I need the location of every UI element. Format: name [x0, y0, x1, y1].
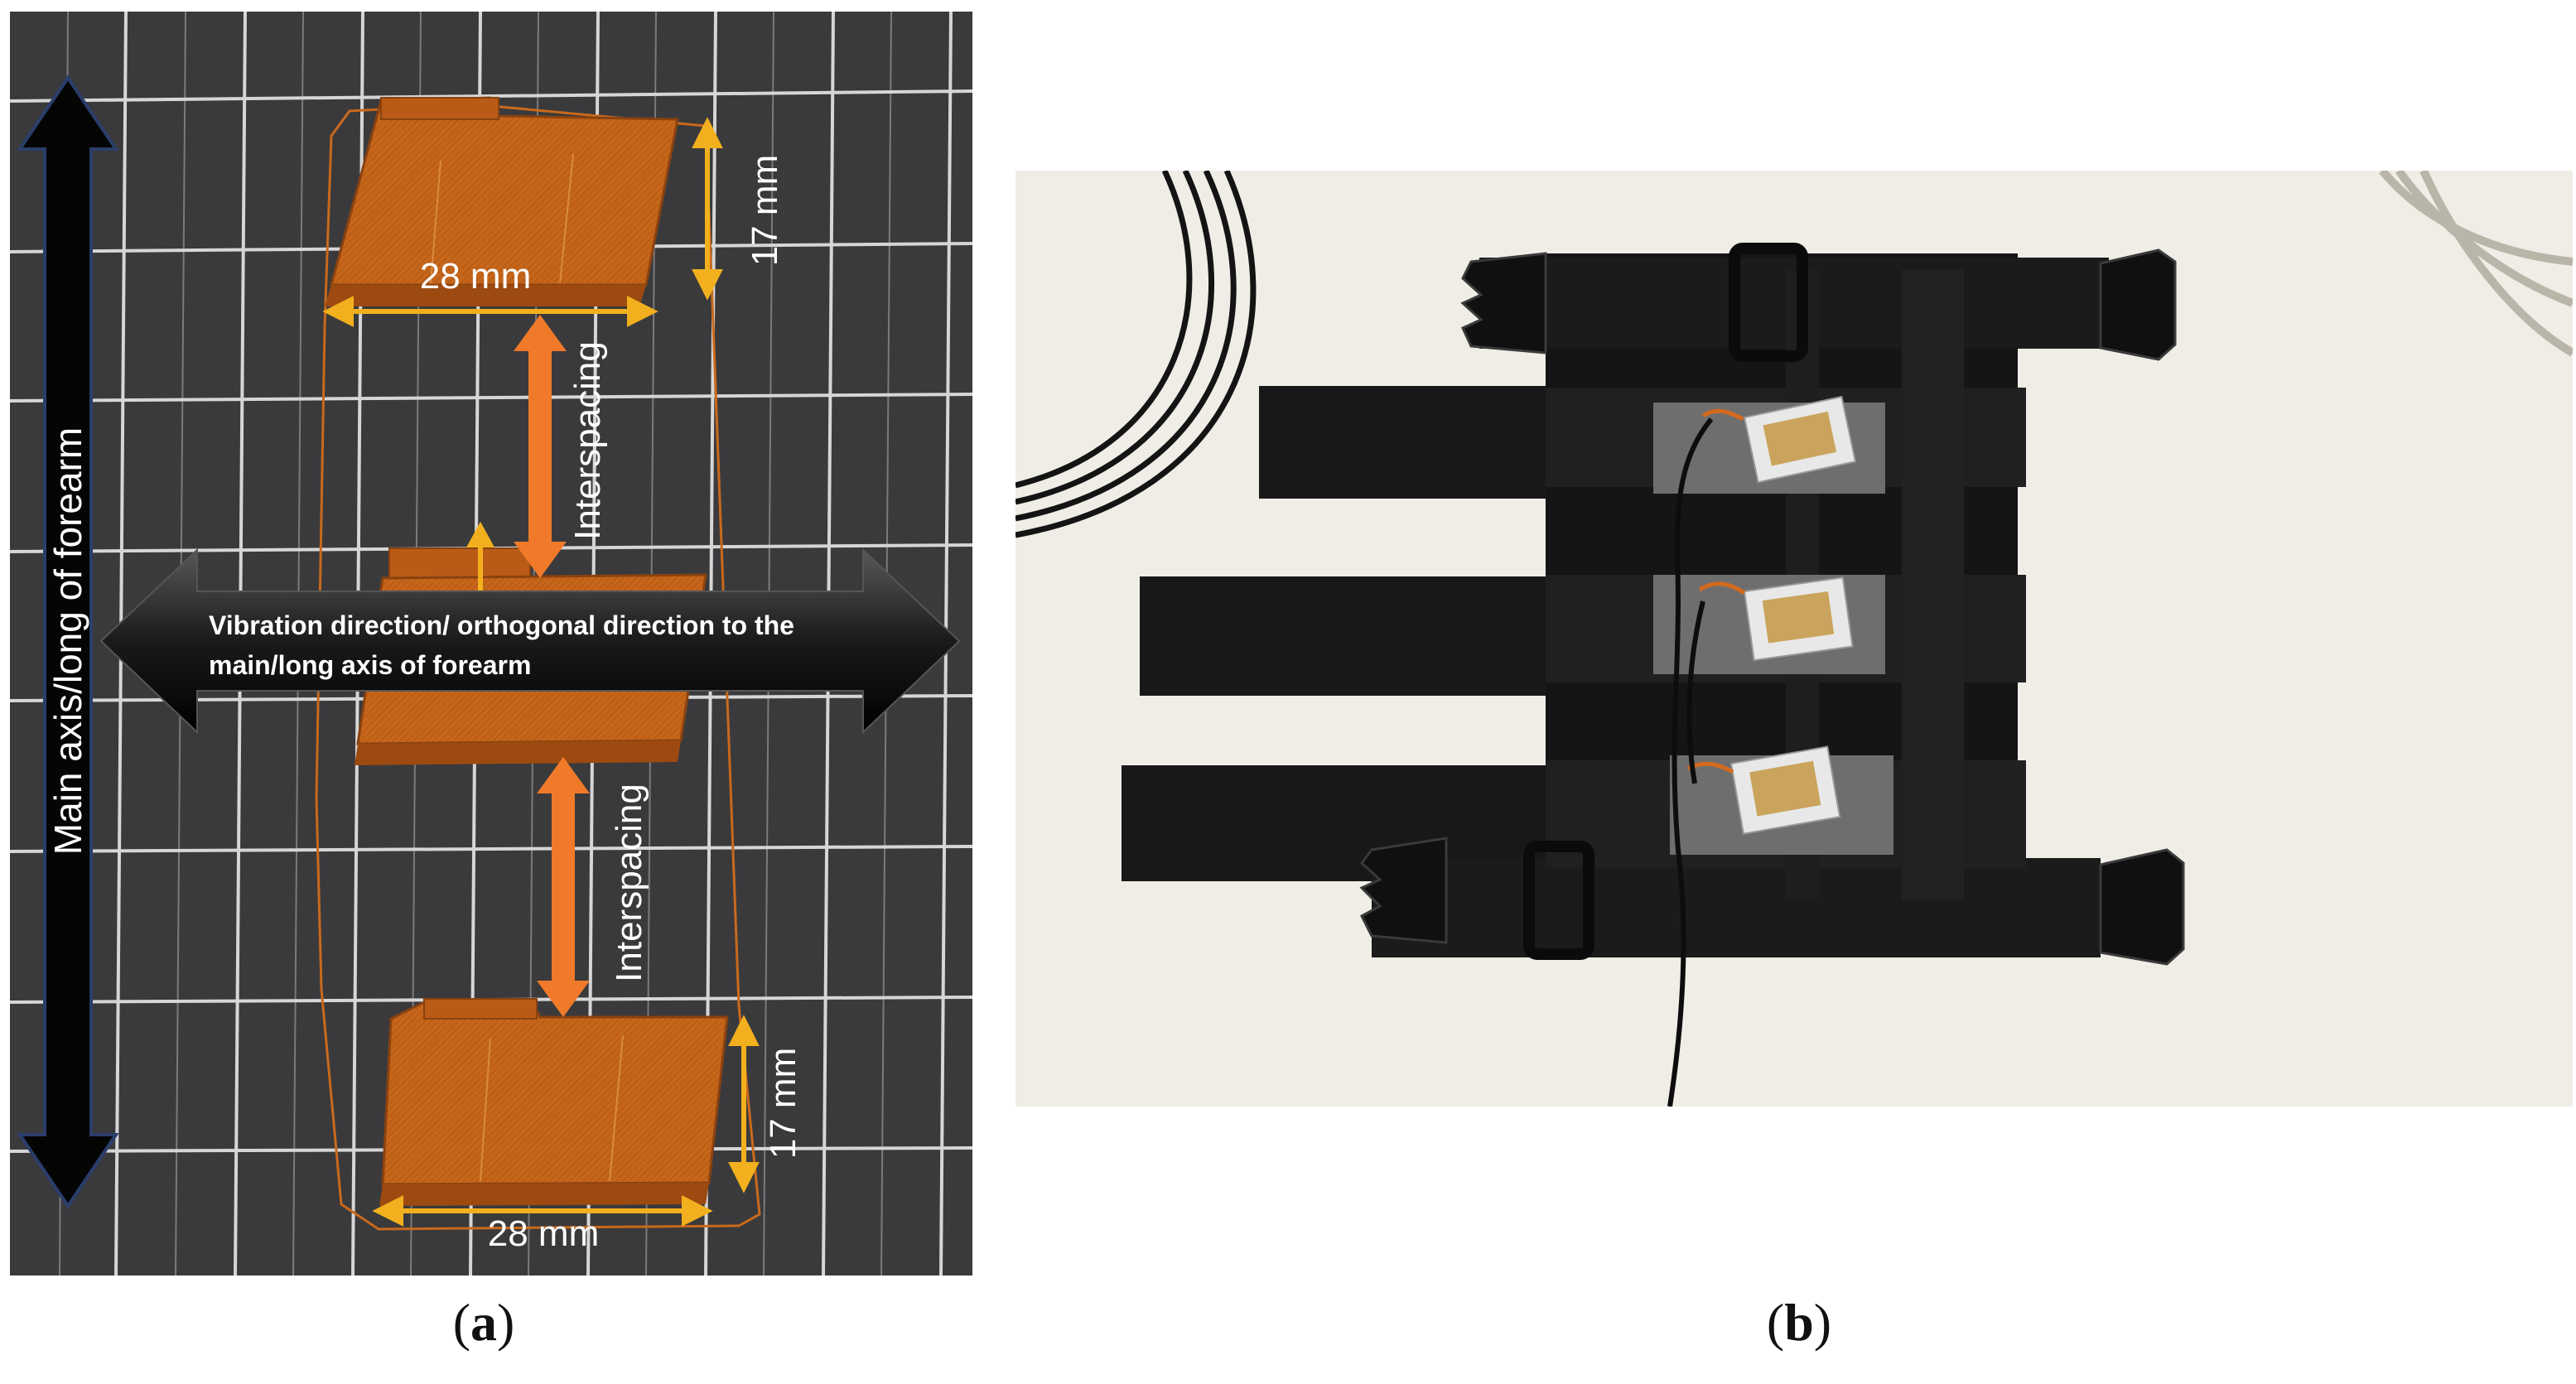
- caption-b: (b): [1675, 1292, 1923, 1353]
- caption-a-letter: a: [470, 1293, 497, 1352]
- buckle-top-left: [1460, 252, 1547, 354]
- vibration-actuators: [1686, 395, 1857, 835]
- height-bottom-label: 17 mm: [763, 1048, 803, 1159]
- grey-cables: [2379, 171, 2573, 357]
- height-top-label: 17 mm: [745, 155, 785, 266]
- loose-straps: [1122, 386, 1574, 881]
- caption-b-close: ): [1813, 1293, 1832, 1352]
- width-bottom-label: 28 mm: [488, 1213, 599, 1254]
- interspacing-top-label: Interspacing: [567, 341, 608, 540]
- interspacing-bottom-label: Interspacing: [609, 784, 649, 982]
- bottom-holder-part: [379, 998, 729, 1206]
- top-holder-part: [325, 96, 679, 306]
- caption-b-open: (: [1766, 1293, 1785, 1352]
- cable-coil: [1015, 171, 1257, 538]
- caption-a-open: (: [452, 1293, 470, 1352]
- buckle-bottom-right: [2099, 848, 2185, 966]
- armband-sleeve: [1372, 253, 2109, 957]
- caption-a-close: ): [497, 1293, 515, 1352]
- buckles: [1359, 243, 2185, 966]
- buckle-top-right: [2099, 248, 2177, 361]
- model-diagram: Main axis/long of forearm 28 mm 17 mm: [10, 12, 972, 1275]
- main-axis-label: Main axis/long of forearm: [46, 427, 89, 855]
- main-axis-arrow: Main axis/long of forearm: [17, 75, 119, 1209]
- dimension-arrows: [322, 117, 760, 1227]
- panel-b-photo: [1015, 171, 2573, 1107]
- vibration-label-line2: main/long axis of forearm: [209, 650, 531, 680]
- width-top-label: 28 mm: [420, 256, 531, 297]
- interspacing-arrows: [514, 315, 590, 1017]
- slider-top: [1729, 243, 1808, 362]
- caption-b-letter: b: [1784, 1293, 1814, 1352]
- caption-a: (a): [359, 1292, 608, 1353]
- vibration-label-line1: Vibration direction/ orthogonal directio…: [209, 610, 794, 640]
- armband-photo: [1015, 171, 2573, 1107]
- panel-a-model: Main axis/long of forearm 28 mm 17 mm: [10, 12, 972, 1275]
- slider-bottom: [1523, 841, 1594, 960]
- wires: [1667, 417, 1714, 1107]
- buckle-bottom-left: [1359, 837, 1448, 944]
- vibration-direction-arrow: [99, 547, 961, 735]
